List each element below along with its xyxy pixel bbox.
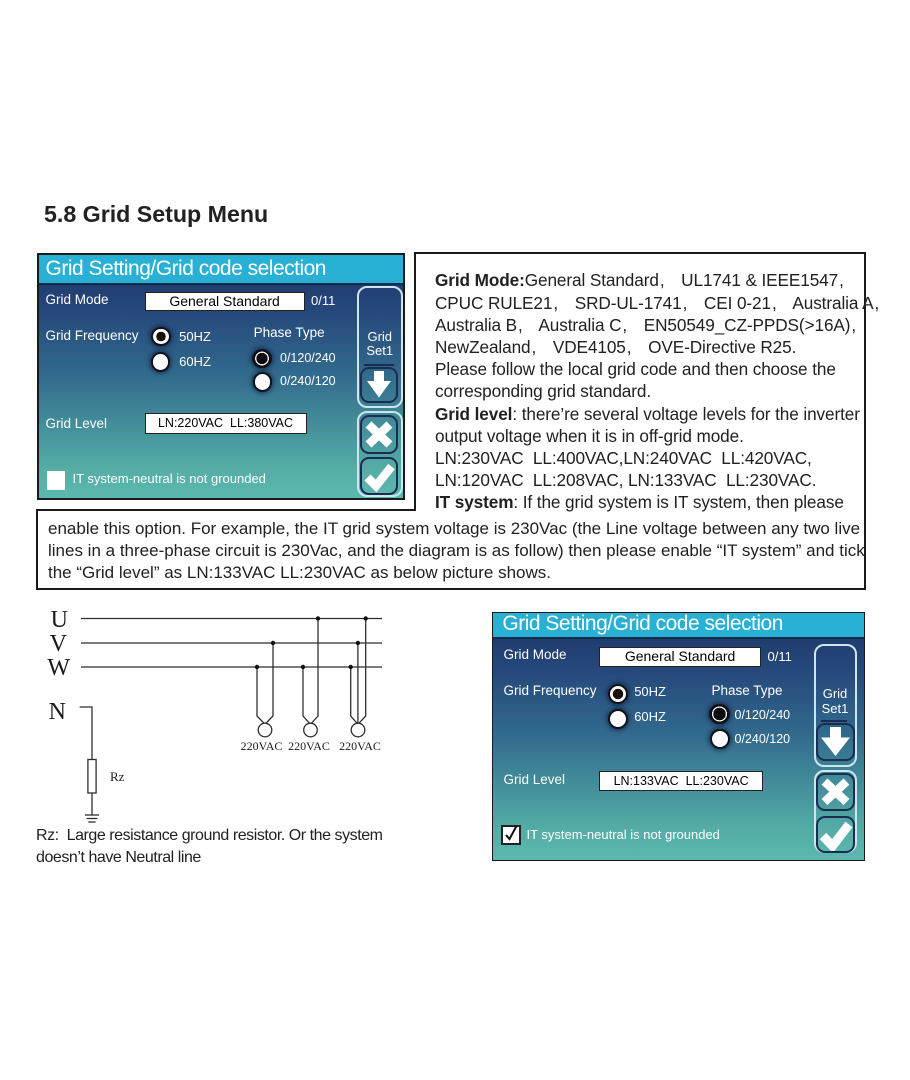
svg-text:Rz: Rz xyxy=(110,769,125,784)
svg-text:220VAC: 220VAC xyxy=(288,739,330,753)
svg-text:U: U xyxy=(51,607,68,633)
svg-text:220VAC: 220VAC xyxy=(339,739,381,753)
svg-text:220VAC: 220VAC xyxy=(241,739,283,753)
svg-text:N: N xyxy=(49,699,66,725)
svg-text:W: W xyxy=(47,655,70,681)
svg-text:V: V xyxy=(50,631,68,657)
